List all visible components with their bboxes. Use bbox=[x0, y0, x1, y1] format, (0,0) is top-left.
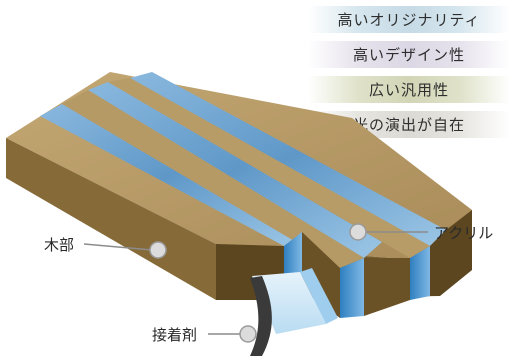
wood-label: 木部 bbox=[44, 236, 74, 254]
acrylic-label: アクリル bbox=[434, 224, 493, 242]
adhesive-label: 接着剤 bbox=[152, 326, 197, 344]
feature-badge-versatility: 広い汎用性 bbox=[308, 76, 510, 103]
acrylic-strip-2 bbox=[88, 82, 382, 258]
adhesive-callout-dot bbox=[239, 325, 257, 343]
feature-list: 高いオリジナリティ 高いデザイン性 広い汎用性 光の演出が自在 bbox=[308, 6, 510, 146]
feature-badge-originality: 高いオリジナリティ bbox=[308, 6, 510, 33]
acrylic-sheet-edge bbox=[300, 268, 338, 324]
acrylic-strip-1 bbox=[40, 104, 302, 246]
slat-end-4 bbox=[430, 210, 472, 296]
adhesive-layer bbox=[250, 276, 272, 356]
acrylic-strip-3 bbox=[130, 72, 446, 246]
wood-callout-line bbox=[83, 243, 153, 251]
acrylic-callout-dot bbox=[349, 223, 367, 241]
wood-ridge-2 bbox=[108, 78, 430, 258]
wood-front-face bbox=[6, 138, 216, 300]
slat-end-acrylic-3 bbox=[410, 246, 430, 300]
slat-end-acrylic-2 bbox=[340, 258, 364, 318]
feature-badge-design: 高いデザイン性 bbox=[308, 41, 510, 68]
slat-end-3 bbox=[364, 258, 410, 316]
wood-ridge-1 bbox=[62, 90, 364, 268]
wood-callout-dot bbox=[149, 241, 167, 259]
